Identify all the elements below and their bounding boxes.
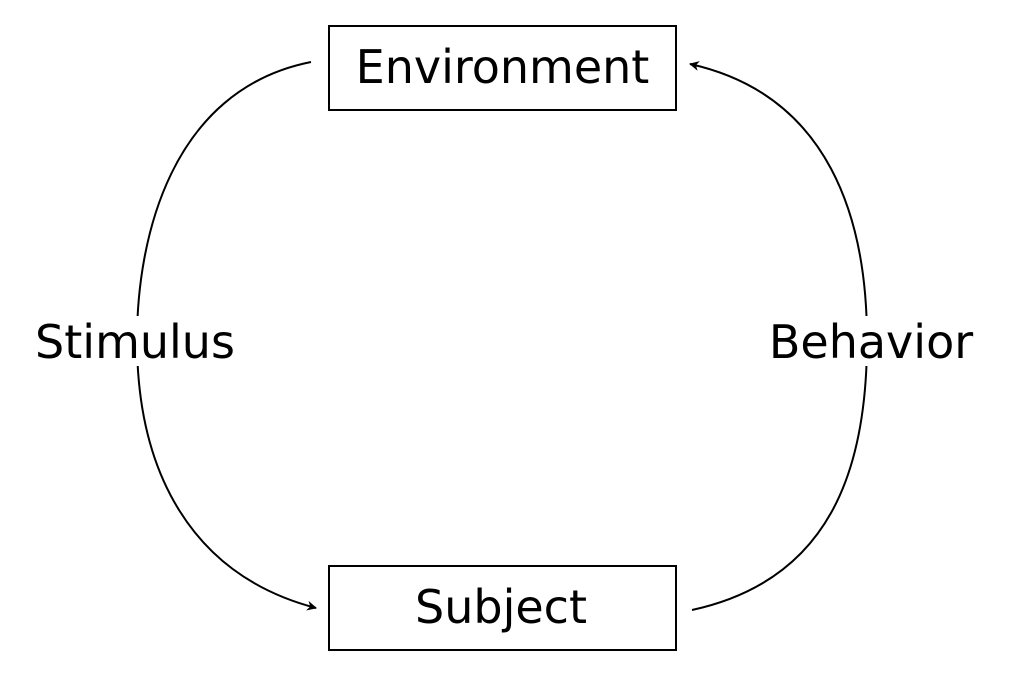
behavior-label: Behavior [769, 315, 973, 369]
behavior-label-bg [758, 316, 986, 366]
subject-box [328, 565, 677, 651]
subject-label: Subject [415, 580, 587, 634]
subject-node: Subject [328, 565, 677, 651]
environment-label: Environment [356, 40, 650, 94]
environment-node: Environment [328, 25, 677, 111]
stimulus-label-bg [22, 316, 248, 366]
environment-box [328, 25, 677, 111]
stimulus-label: Stimulus [35, 315, 235, 369]
